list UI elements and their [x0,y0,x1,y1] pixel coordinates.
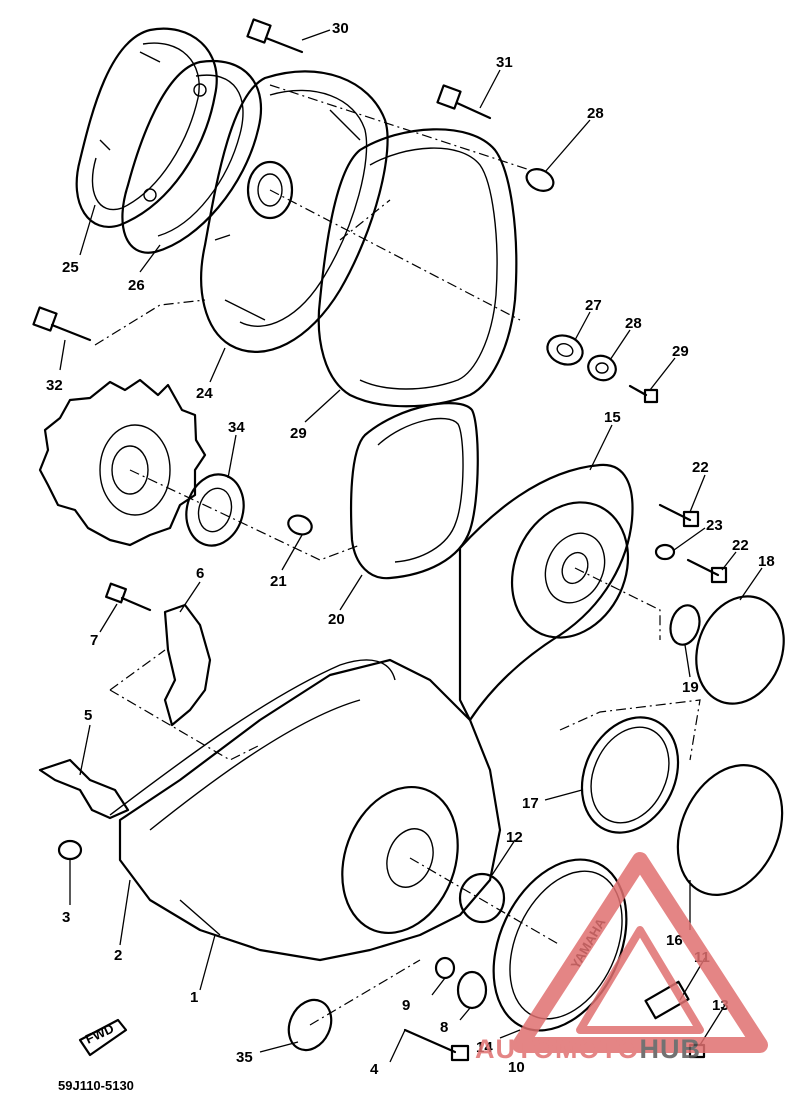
bolt-7 [104,582,152,612]
part-label-3: 3 [62,909,70,926]
watermark-suffix: HUB [640,1034,702,1064]
o-ring-12 [458,872,506,924]
part-label-26: 26 [128,277,145,294]
bolt-22-lower [686,558,728,584]
leader-lines [59,29,763,1063]
part-label-18: 18 [758,553,775,570]
primary-gear [38,378,207,547]
part-label-10: 10 [508,1059,525,1076]
screw-29 [628,384,659,404]
part-label-21: 21 [270,573,287,590]
part-label-20: 20 [328,611,345,628]
part-label-34: 34 [228,419,245,436]
washer-23 [654,543,676,561]
part-label-27: 27 [585,297,602,314]
part-label-22-upper: 22 [692,459,709,476]
watermark-prefix: AUTOMOTO [475,1034,640,1064]
bolt-32-upper [436,84,492,120]
oil-seal-34 [185,473,245,547]
crankcase-cover-1 [118,658,502,962]
cap-16 [676,764,784,896]
bolt-32-lower [32,306,92,342]
bracket-5 [38,758,130,820]
part-label-19: 19 [682,679,699,696]
part-labels: 30 31 28 25 26 32 24 29 27 28 29 34 15 2… [46,20,775,1078]
watermark: AUTOMOTOHUB [475,852,768,1064]
dowel-3 [57,839,83,861]
generator-cover-24 [200,70,389,353]
part-label-16: 16 [666,932,683,949]
part-label-32-lower: 32 [46,377,63,394]
part-label-6: 6 [196,565,204,582]
emblem-11 [644,980,690,1020]
fwd-mark: FWD [83,1021,116,1047]
gasket-30 [317,128,518,408]
drawing-code: 59J110-5130 [58,1078,134,1093]
washer-35 [287,998,333,1052]
oil-seal-27 [546,334,584,366]
plug-31 [525,168,555,192]
part-label-22-lower: 22 [732,537,749,554]
watermark-triangle-icon [512,852,768,1053]
plug-8 [456,970,488,1010]
part-label-30: 29 [290,425,307,442]
part-label-25: 25 [62,259,79,276]
part-label-4: 4 [370,1061,379,1078]
oil-seal-19 [669,604,701,646]
part-label-7: 7 [90,632,98,649]
part-label-8: 8 [440,1019,448,1036]
part-label-24: 24 [196,385,213,402]
part-label-28: 28 [625,315,642,332]
washer-28 [587,354,617,382]
bolt-22-upper [658,503,700,528]
assembly-lines [94,84,701,1026]
part-label-32-upper: 31 [496,54,513,71]
dowel-21 [287,514,313,536]
gasket-2 [109,659,396,816]
bracket-6 [163,603,212,727]
part-label-2: 2 [114,947,122,964]
cover-15 [458,463,634,722]
part-label-14: 14 [476,1039,493,1056]
part-label-12: 12 [506,829,523,846]
bolt-4 [403,1028,470,1062]
part-label-31: 28 [587,105,604,122]
part-label-23: 23 [706,517,723,534]
part-label-5: 5 [84,707,92,724]
part-label-29: 29 [672,343,689,360]
part-label-9: 9 [402,997,410,1014]
gasket-20 [349,402,479,580]
washer-9 [434,956,456,980]
bolt-33 [246,18,304,54]
watermark-text: AUTOMOTOHUB [475,1034,701,1064]
part-label-15: 15 [604,409,621,426]
part-label-33: 30 [332,20,349,37]
part-label-17: 17 [522,795,539,812]
seal-17 [580,716,680,834]
fwd-arrow: FWD [78,1018,128,1057]
circlip-18 [695,595,785,705]
part-label-1: 1 [190,989,198,1006]
part-label-35: 35 [236,1049,253,1066]
